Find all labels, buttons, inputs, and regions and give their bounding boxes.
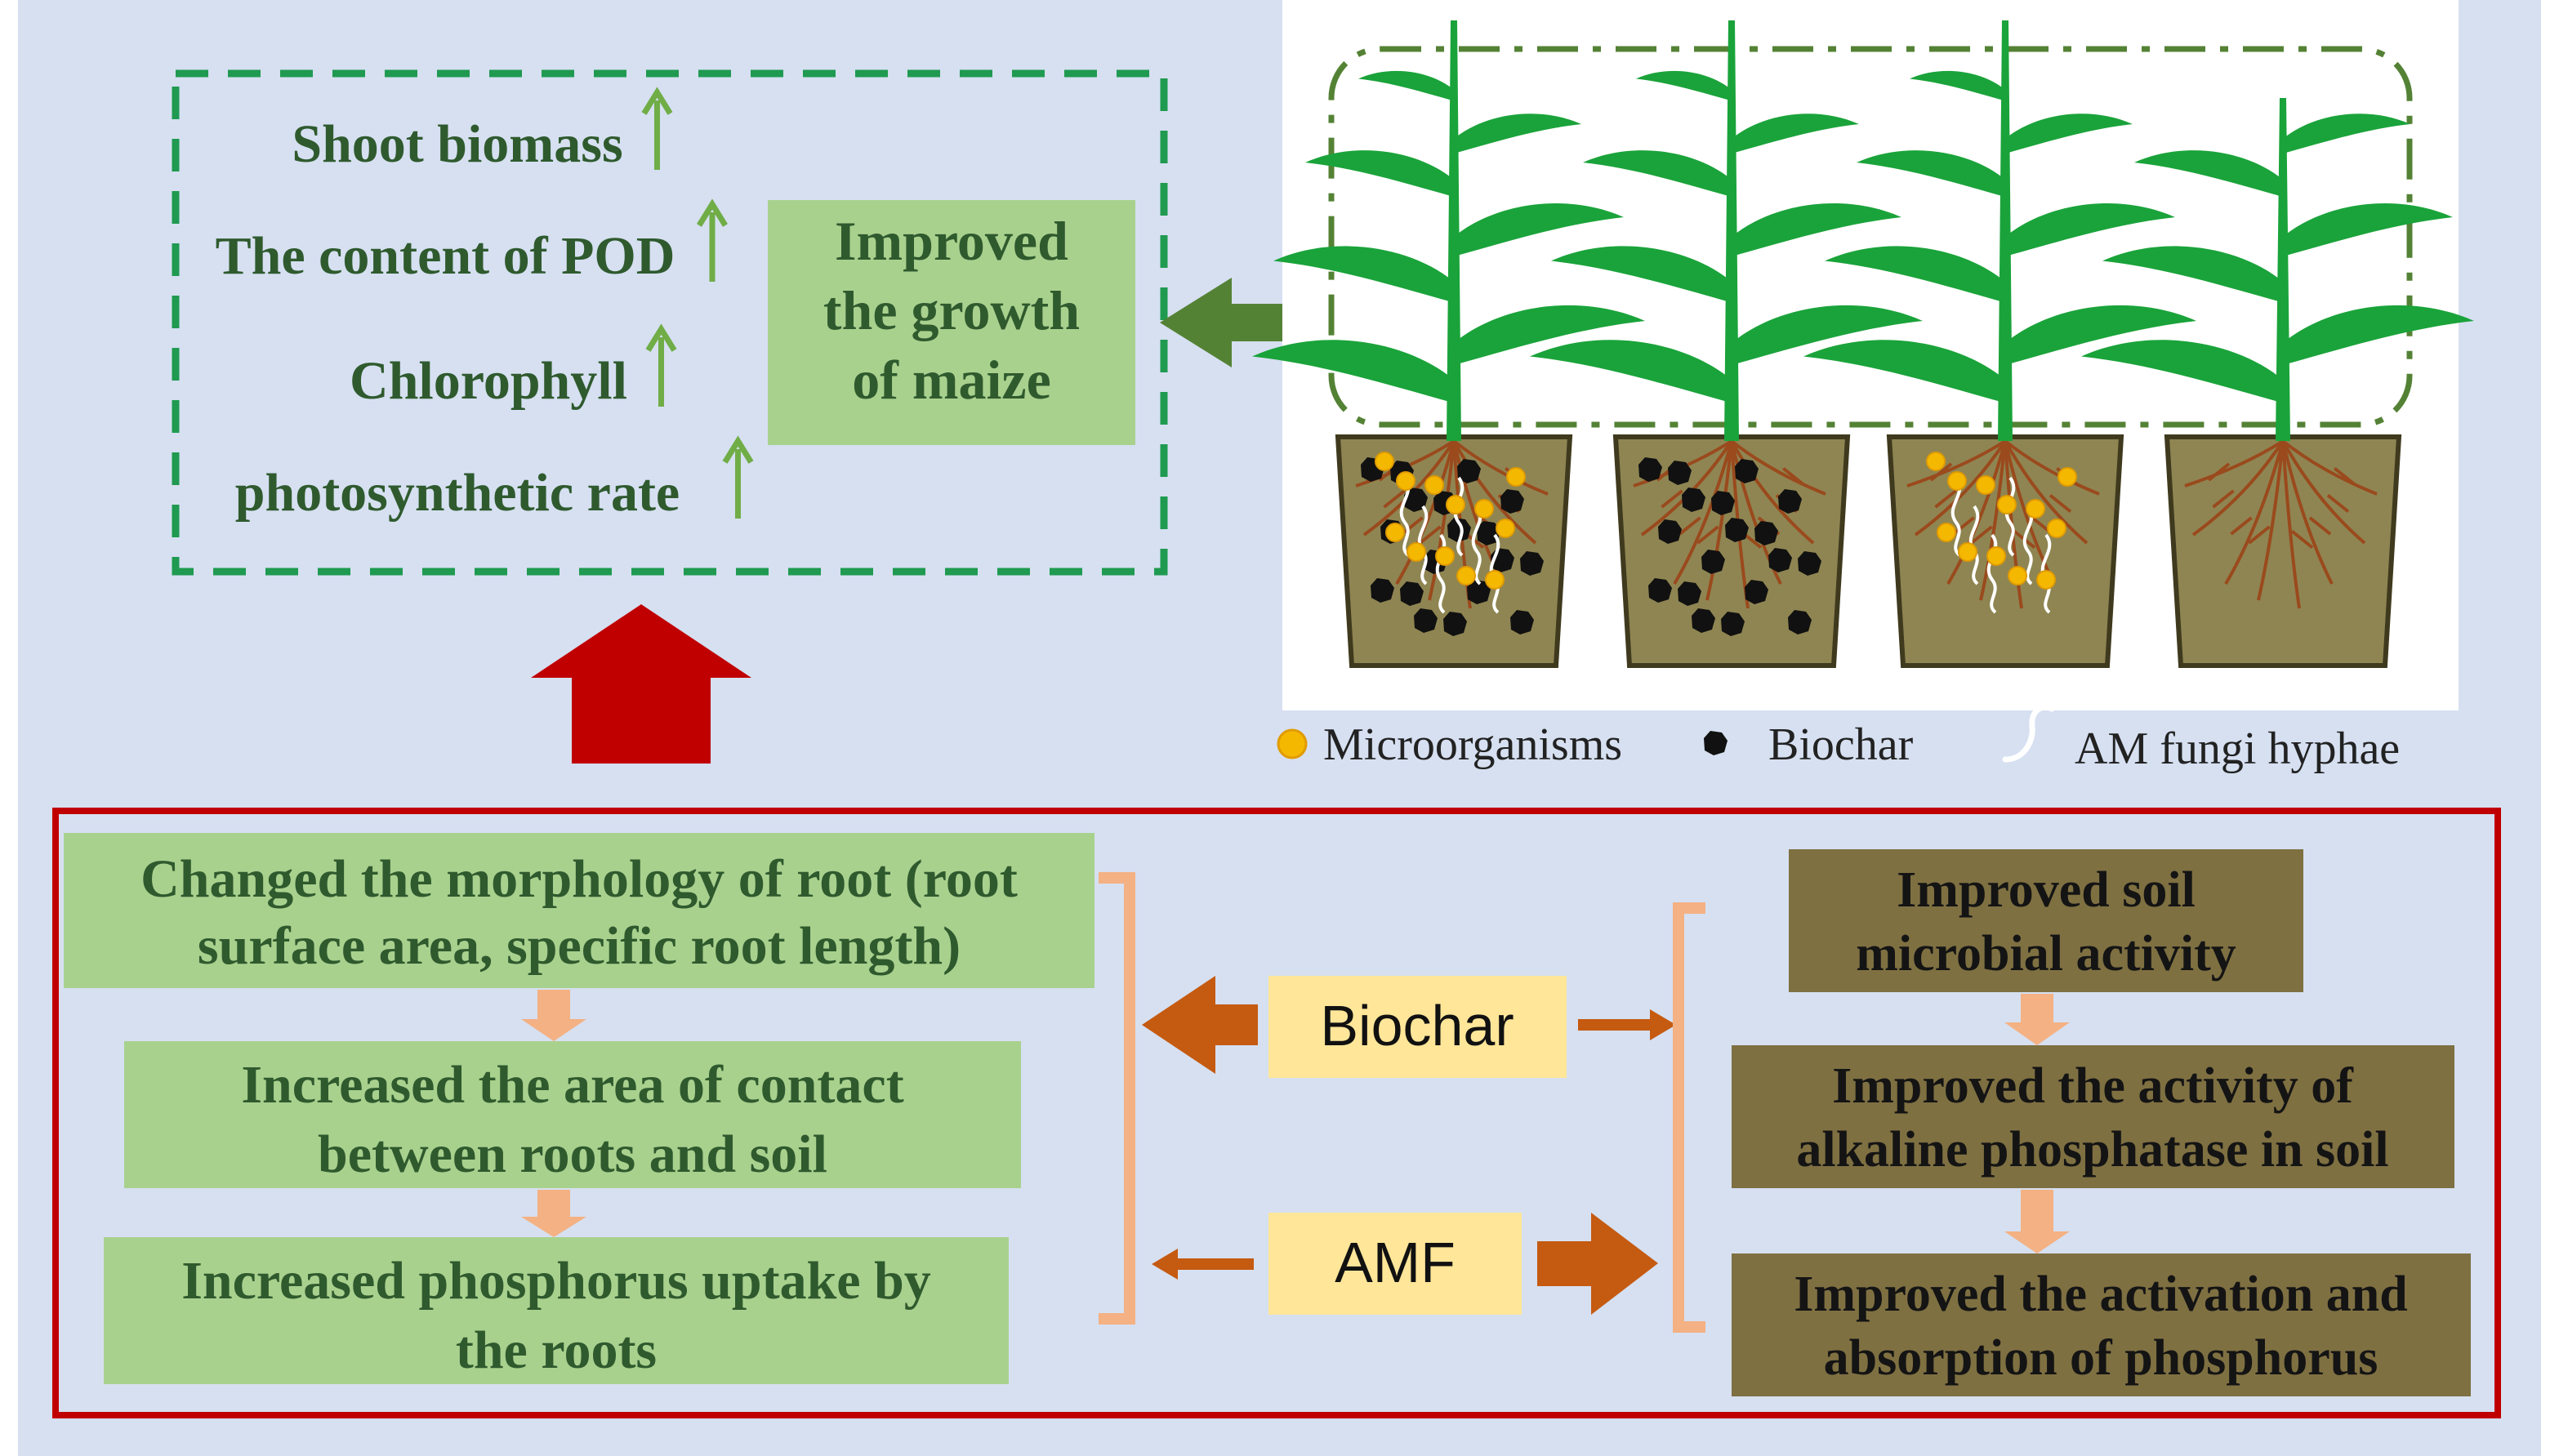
soil-pot — [1886, 434, 2124, 668]
mechanism-frame — [52, 808, 2501, 1418]
maize-shoot — [1803, 20, 2196, 441]
phosphorus-activation-line-1: Improved the activation and — [1794, 1267, 2408, 1322]
microorganisms — [1375, 452, 1526, 590]
effect-label-3: Chlorophyll — [350, 351, 627, 411]
effect-label-1: Shoot biomass — [292, 114, 622, 174]
shoot-dashdot-box — [1328, 46, 2413, 428]
amf-to-root-arrow — [1152, 1249, 1254, 1280]
effect-label-2: The content of POD — [216, 226, 675, 286]
root-morphology-line-1: Changed the morphology of root (root — [140, 849, 1018, 909]
phosphorus-uptake-box — [104, 1237, 1009, 1384]
amf-treatment-box — [1268, 1213, 1522, 1315]
maize-plant-3 — [1803, 20, 2196, 668]
phosphorus-uptake-line-2: the roots — [456, 1320, 657, 1380]
biochar-to-root-arrow — [1142, 976, 1258, 1074]
root-morphology-line-2: surface area, specific root length) — [198, 916, 961, 976]
root-morphology-box — [64, 833, 1094, 988]
root-contact-box — [124, 1041, 1021, 1188]
root-contact-line-1: Increased the area of contact — [241, 1055, 903, 1115]
biochar-treatment-label: Biochar — [1320, 994, 1514, 1057]
biochar-to-soil-arrow — [1578, 1009, 1676, 1040]
up-arrow-icon — [641, 87, 673, 170]
up-arrow-icon — [722, 435, 754, 519]
maize-plant-4 — [2081, 98, 2474, 668]
phosphorus-uptake-line-1: Increased phosphorus uptake by — [181, 1251, 931, 1311]
root-contact-line-2: between roots and soil — [318, 1124, 827, 1184]
maize-plant-1 — [1252, 20, 1645, 668]
growth-summary-line-2: the growth — [823, 279, 1080, 341]
amf-treatment-label: AMF — [1335, 1231, 1456, 1294]
soil-microbial-box — [1789, 849, 2303, 992]
microorganism-legend-icon — [1277, 728, 1308, 759]
amf-to-soil-arrow — [1537, 1213, 1658, 1315]
up-arrow-icon — [645, 323, 677, 407]
growth-summary-line-3: of maize — [852, 349, 1051, 411]
up-arrow-icon — [697, 198, 728, 282]
hyphae-legend-icon — [2002, 704, 2055, 763]
phosphatase-box — [1732, 1045, 2454, 1188]
phosphatase-line-1: Improved the activity of — [1832, 1058, 2354, 1114]
roots — [2184, 439, 2378, 609]
maize-shoot — [2081, 98, 2474, 441]
soil-pot — [2164, 434, 2402, 668]
growth-summary-box — [768, 200, 1135, 445]
red-up-arrow — [531, 604, 751, 764]
maize-plant-2 — [1530, 20, 1923, 668]
phosphatase-line-2: alkaline phosphatase in soil — [1796, 1122, 2388, 1178]
treatment-arrows — [1142, 976, 1676, 1315]
soil-microbial-line-1: Improved soil — [1897, 862, 2196, 918]
legend: Microorganisms Biochar AM fungi hyphae — [1277, 704, 2400, 774]
biochar-treatment-box — [1268, 976, 1567, 1078]
soil-chain-bracket — [1673, 902, 1705, 1333]
soil-microbial-line-2: microbial activity — [1856, 926, 2236, 982]
root-chain-bracket — [1099, 872, 1135, 1325]
legend-hyphae: AM fungi hyphae — [2075, 724, 2400, 774]
maize-shoot — [1530, 20, 1923, 441]
phosphorus-activation-box — [1732, 1253, 2471, 1396]
effect-label-4: photosynthetic rate — [235, 463, 680, 523]
legend-microorganisms: Microorganisms — [1323, 719, 1622, 770]
root-chain-arrows — [521, 990, 586, 1237]
maize-shoot — [1252, 20, 1645, 441]
microorganisms — [1926, 452, 2077, 590]
legend-biochar: Biochar — [1768, 719, 1914, 770]
effects-dashed-box — [172, 69, 1168, 576]
growth-summary-line-1: Improved — [835, 210, 1068, 272]
plant-group — [1252, 20, 2474, 668]
phosphorus-activation-line-2: absorption of phosphorus — [1824, 1330, 2378, 1386]
soil-chain-arrows — [2004, 994, 2070, 1253]
